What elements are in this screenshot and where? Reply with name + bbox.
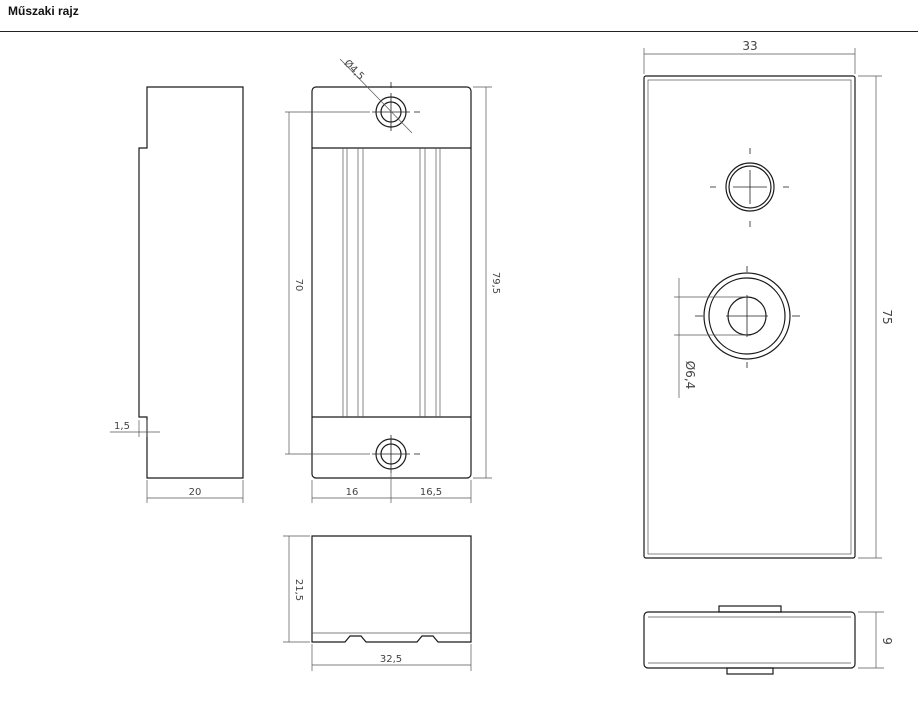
page-title: Műszaki rajz (8, 4, 79, 18)
front-hole-diameter-label: Ø4,5 (341, 57, 366, 82)
plate-height-dimension: 75 (880, 309, 894, 324)
front-right-half-dimension: 16,5 (420, 487, 442, 498)
front-left-half-dimension: 16 (346, 487, 359, 498)
front-hole-pitch-dimension: 70 (293, 279, 304, 292)
bottom-view: 21,5 32,5 (283, 535, 472, 671)
side-width-dimension: 20 (189, 487, 202, 498)
bottom-height-dimension: 21,5 (293, 579, 304, 601)
plate-side-view: 9 (643, 605, 894, 675)
plate-view: Ø6,4 33 75 (643, 39, 894, 559)
title-divider (0, 31, 918, 32)
plate-hole-diameter-label: Ø6,4 (683, 361, 697, 390)
plate-thickness-dimension: 9 (880, 637, 894, 645)
side-step-dimension: 1,5 (114, 421, 130, 432)
front-view: Ø4,5 70 79,5 16 16,5 (285, 57, 501, 503)
front-height-dimension: 79,5 (490, 272, 501, 294)
side-view: 20 1,5 (110, 86, 244, 503)
plate-width-dimension: 33 (742, 39, 757, 53)
bottom-width-dimension: 32,5 (380, 654, 402, 665)
